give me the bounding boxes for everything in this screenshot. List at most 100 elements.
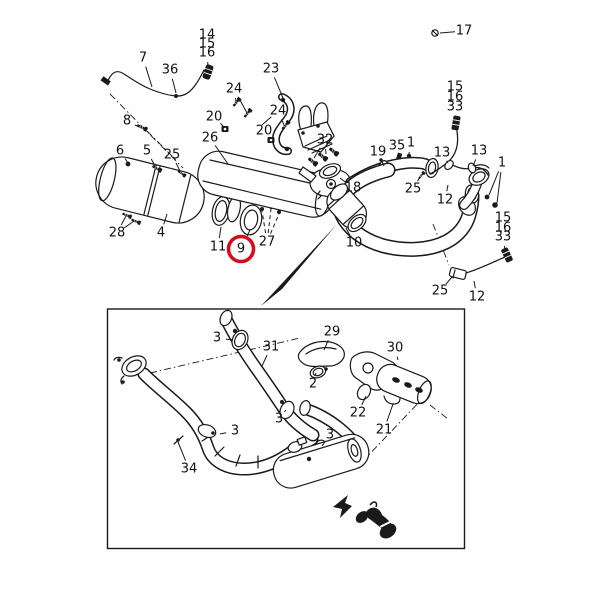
leader-line	[175, 162, 181, 172]
callout-label-16: 16	[447, 90, 464, 105]
leader-line	[446, 160, 449, 164]
callout-label-13: 13	[434, 146, 451, 161]
leader-line	[163, 213, 168, 225]
callout-label-15: 15	[447, 80, 464, 95]
leader-line	[381, 160, 385, 167]
callout-label-29: 29	[324, 325, 341, 340]
callout-label-16: 16	[199, 46, 216, 61]
leader-line	[261, 116, 272, 126]
callout-label-30: 30	[387, 341, 404, 356]
oxygen-sensor-cable	[100, 63, 214, 98]
callout-label-10: 10	[346, 236, 363, 251]
leader-line	[284, 409, 287, 413]
callout-label-5: 5	[143, 144, 151, 159]
leader-line	[396, 356, 399, 361]
callout-label-22: 22	[350, 406, 367, 421]
inset-front-header-pipe	[113, 355, 319, 476]
leader-line	[246, 229, 251, 237]
leader-line	[439, 31, 456, 34]
callout-label-11: 11	[210, 240, 227, 255]
muffler-part-4	[95, 156, 205, 224]
callout-label-13: 13	[471, 144, 488, 159]
inset-shield-29	[297, 340, 345, 379]
callout-label-12: 12	[437, 193, 454, 208]
callout-label-17: 17	[456, 24, 473, 39]
leader-line	[124, 158, 129, 164]
leader-line	[214, 145, 229, 165]
callout-label-15: 15	[495, 211, 512, 226]
leader-line	[321, 442, 326, 447]
callout-label-20: 20	[256, 124, 273, 139]
callout-label-9: 9	[237, 242, 245, 257]
motorcycle-direction-icon	[333, 495, 397, 539]
leader-line	[171, 78, 177, 94]
callout-label-1: 1	[407, 136, 415, 151]
callout-label-36: 36	[162, 63, 179, 78]
callout-label-19: 19	[370, 145, 387, 160]
leader-line	[313, 147, 321, 159]
leader-line	[361, 395, 367, 406]
leader-line	[270, 213, 280, 234]
leader-line	[339, 177, 347, 183]
inset-bracket-30	[349, 351, 432, 405]
callout-label-14: 14	[199, 28, 216, 43]
leader-line	[225, 338, 234, 341]
leader-line	[472, 159, 477, 167]
leader-line	[237, 96, 248, 114]
leader-line	[145, 66, 153, 88]
leader-line	[261, 354, 268, 367]
callout-label-16: 16	[495, 221, 512, 236]
callout-label-31: 31	[263, 340, 280, 355]
leader-line	[445, 276, 453, 285]
inset-construction-lines	[149, 337, 449, 463]
leader-line	[267, 208, 272, 234]
leader-line	[314, 372, 317, 376]
callout-label-26: 26	[202, 131, 219, 146]
leader-line	[281, 119, 285, 126]
callout-label-24: 24	[226, 82, 243, 97]
leader-line	[345, 227, 351, 236]
leader-line	[473, 280, 476, 289]
rear-flange-and-sensors	[417, 114, 514, 280]
inset-pipe-31	[197, 309, 320, 442]
inset-border	[106, 308, 466, 550]
callout-label-18: 18	[345, 181, 362, 196]
callout-label-3: 3	[275, 412, 283, 427]
callout-label-21: 21	[376, 423, 393, 438]
callout-label-2: 2	[309, 377, 317, 392]
mount-bracket-23	[221, 93, 295, 156]
leader-line	[269, 137, 272, 140]
callout-label-1: 1	[498, 156, 506, 171]
callout-label-28: 28	[109, 226, 126, 241]
leader-line	[417, 176, 421, 182]
muffler-fasteners	[121, 161, 187, 226]
callout-label-6: 6	[116, 144, 124, 159]
leader-line	[496, 171, 502, 204]
callout-label-3: 3	[231, 424, 239, 439]
inset-detail-view	[106, 308, 466, 550]
leader-line	[124, 220, 135, 229]
leader-line	[273, 77, 284, 99]
leader-line	[134, 124, 138, 127]
callout-label-27: 27	[259, 235, 276, 250]
bolt-8	[135, 122, 149, 133]
callout-label-33: 33	[495, 230, 512, 245]
leader-line	[488, 171, 500, 196]
callout-label-24: 24	[270, 104, 287, 119]
callout-label-25: 25	[164, 148, 181, 163]
callout-label-4: 4	[157, 226, 165, 241]
construction-lines	[109, 93, 450, 266]
leader-line	[220, 123, 225, 128]
leader-line	[234, 97, 237, 103]
leader-line	[386, 403, 394, 422]
inset-pointer-arrow	[261, 224, 337, 306]
callout-label-34: 34	[181, 462, 198, 477]
highlight-circle	[226, 234, 256, 264]
callout-label-23: 23	[263, 62, 280, 77]
down-pipe-part-10	[326, 162, 480, 257]
callout-label-20: 20	[206, 110, 223, 125]
callout-label-8: 8	[123, 114, 131, 129]
